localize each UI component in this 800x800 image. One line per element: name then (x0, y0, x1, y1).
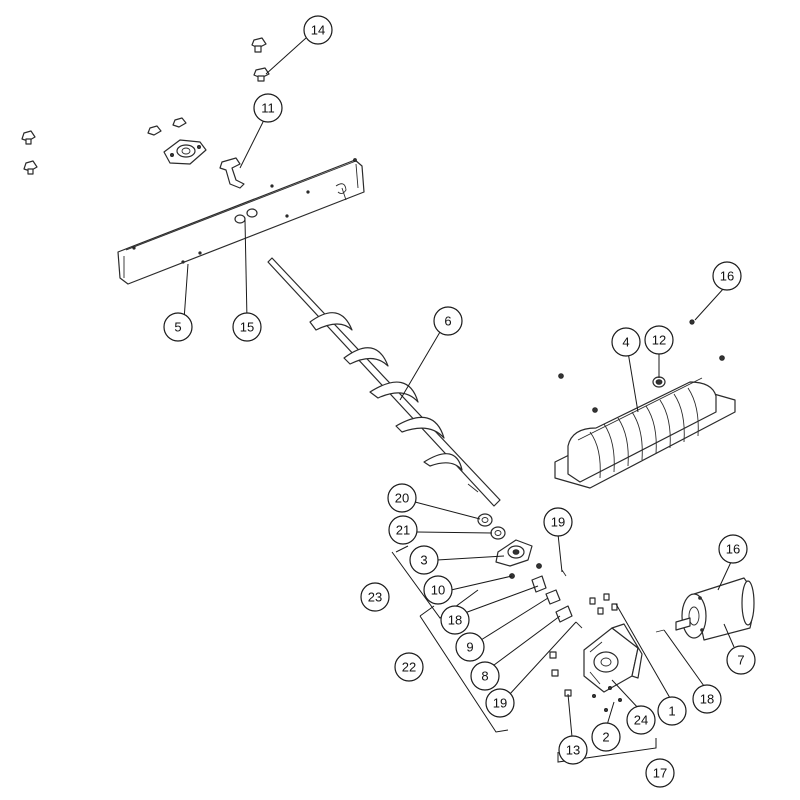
callout-20-label: 20 (395, 491, 409, 506)
callout-15-label: 15 (240, 320, 254, 335)
callout-24-label: 24 (634, 713, 648, 728)
callouts: 14 11 5 15 6 16 4 12 20 21 19 3 10 23 18… (163, 15, 756, 788)
callout-13-label: 13 (566, 743, 580, 758)
fasteners-top-left (21, 37, 270, 175)
callout-11: 11 (253, 93, 283, 123)
callout-16-motor-label: 16 (726, 542, 740, 557)
callout-2-label: 2 (602, 730, 609, 745)
callout-14-label: 14 (311, 23, 325, 38)
callout-22: 22 (394, 652, 424, 682)
callout-18-right-label: 18 (700, 692, 714, 707)
callout-1-label: 1 (668, 704, 675, 719)
callout-21-label: 21 (396, 523, 410, 538)
callout-3: 3 (409, 545, 439, 575)
callout-19-upper: 19 (543, 507, 573, 537)
callout-18-left: 18 (440, 605, 470, 635)
callout-18-left-label: 18 (448, 613, 462, 628)
callout-3-label: 3 (420, 553, 427, 568)
nut-bearing-1 (147, 125, 162, 136)
auger (267, 257, 501, 507)
callout-11-label: 11 (261, 101, 275, 116)
callout-22-label: 22 (402, 660, 416, 675)
callout-23-label: 23 (368, 590, 382, 605)
motor (675, 577, 755, 641)
latch-handle (219, 157, 245, 189)
callout-24: 24 (626, 705, 656, 735)
callout-16-top: 16 (712, 261, 742, 291)
bolt-14a (251, 37, 267, 53)
callout-21: 21 (388, 515, 418, 545)
leader-lines (183, 37, 735, 738)
drive-coupling (495, 539, 573, 623)
callout-5: 5 (163, 312, 193, 342)
callout-15: 15 (232, 312, 262, 342)
callout-10: 10 (423, 575, 453, 605)
callout-6: 6 (433, 306, 463, 336)
nut-left-2 (23, 160, 38, 175)
callout-7-label: 7 (737, 653, 744, 668)
callout-5-label: 5 (174, 320, 181, 335)
callout-10-label: 10 (431, 583, 445, 598)
auger-flights (309, 312, 463, 471)
callout-1: 1 (657, 696, 687, 726)
flange-bearing-top (163, 139, 207, 165)
callout-19-lower-label: 19 (493, 696, 507, 711)
callout-4-label: 4 (622, 335, 629, 350)
callout-16-motor: 16 (718, 534, 748, 564)
callout-8: 8 (470, 661, 500, 691)
callout-9: 9 (455, 632, 485, 662)
callout-4: 4 (611, 327, 641, 357)
callout-23: 23 (360, 582, 390, 612)
nut-bearing-2 (172, 117, 187, 128)
callout-20: 20 (387, 483, 417, 513)
callout-12-label: 12 (652, 333, 666, 348)
callout-2: 2 (591, 722, 621, 752)
callout-12: 12 (644, 325, 674, 355)
callout-16-top-label: 16 (720, 269, 734, 284)
callout-14: 14 (303, 15, 333, 45)
side-panel (117, 158, 365, 285)
hopper-cover (554, 319, 736, 489)
callout-17-label: 17 (653, 766, 667, 781)
group-brackets (391, 545, 657, 763)
gearbox-bolts (549, 593, 665, 713)
callout-18-right: 18 (692, 684, 722, 714)
hopper-ribs (589, 387, 699, 479)
callout-8-label: 8 (481, 669, 488, 684)
nut-left-1 (21, 130, 36, 145)
callout-9-label: 9 (466, 640, 473, 655)
washers (477, 513, 506, 540)
callout-6-label: 6 (444, 314, 451, 329)
callout-13: 13 (558, 735, 588, 765)
callout-17: 17 (645, 758, 675, 788)
gearbox (583, 623, 643, 693)
bolt-14b (253, 67, 270, 82)
callout-19-upper-label: 19 (551, 515, 565, 530)
callout-7: 7 (726, 645, 756, 675)
callout-19-lower: 19 (485, 688, 515, 718)
